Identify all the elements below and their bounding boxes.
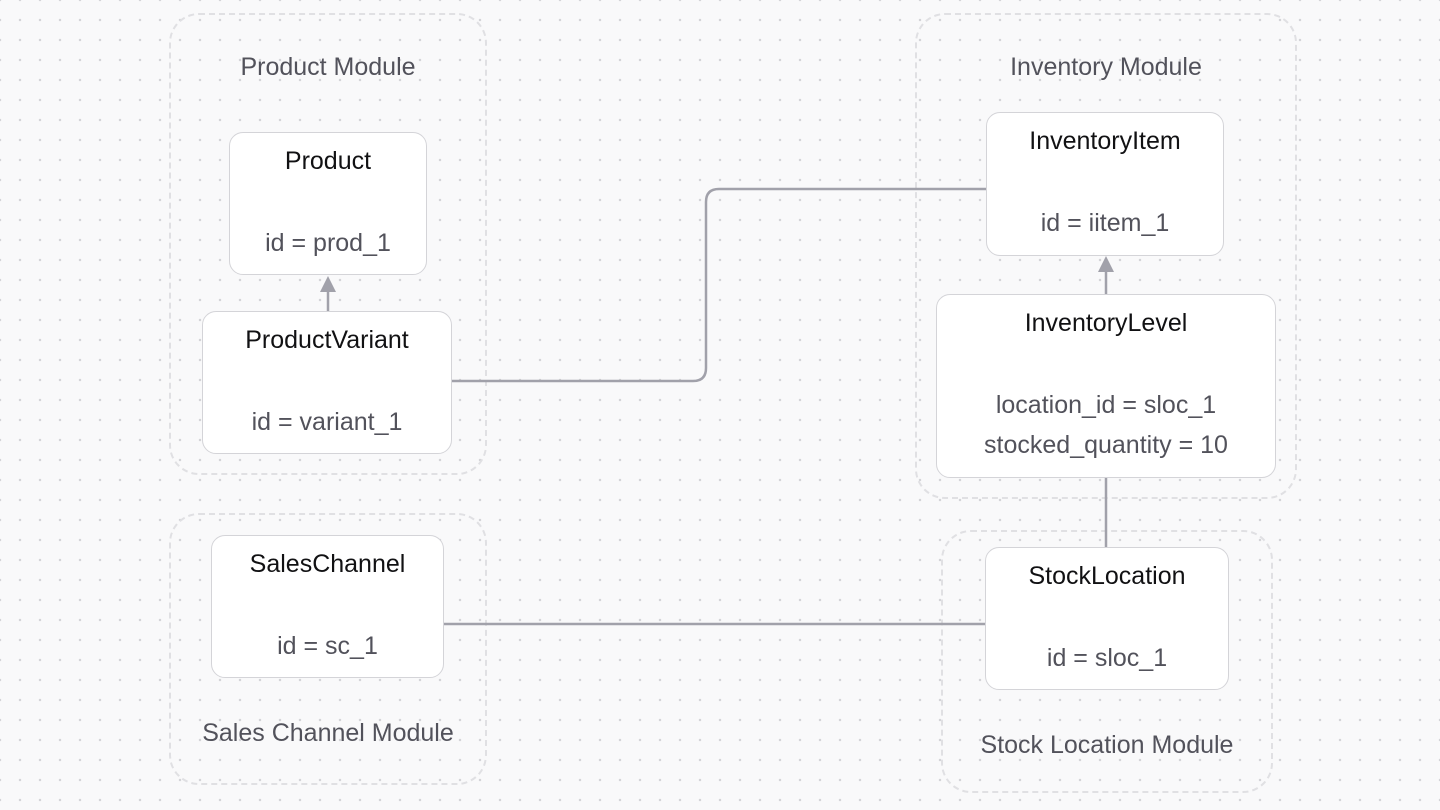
product-node-id: id = prod_1 xyxy=(265,229,391,257)
product-module-label: Product Module xyxy=(240,53,416,81)
inventory-item-node-id: id = iitem_1 xyxy=(1040,209,1170,237)
product-variant-node[interactable]: ProductVariant id = variant_1 xyxy=(202,311,452,454)
edge-variant-to-inventory-item xyxy=(452,187,988,383)
inventory-level-node[interactable]: InventoryLevel location_id = sloc_1 stoc… xyxy=(936,294,1276,478)
inventory-level-node-stocked-quantity: stocked_quantity = 10 xyxy=(984,431,1228,459)
sales-channel-module-label: Sales Channel Module xyxy=(202,719,454,747)
stock-location-module-label: Stock Location Module xyxy=(980,731,1234,759)
sales-channel-node-title: SalesChannel xyxy=(249,550,406,578)
product-variant-node-title: ProductVariant xyxy=(245,326,409,354)
inventory-item-node-title: InventoryItem xyxy=(1029,127,1181,155)
stock-location-node-id: id = sloc_1 xyxy=(1046,644,1168,672)
inventory-module-label: Inventory Module xyxy=(1010,53,1202,81)
stock-location-node-title: StockLocation xyxy=(1028,562,1186,590)
inventory-level-node-title: InventoryLevel xyxy=(1024,309,1188,337)
stock-location-node[interactable]: StockLocation id = sloc_1 xyxy=(985,547,1229,690)
sales-channel-node-id: id = sc_1 xyxy=(277,632,378,660)
sales-channel-module: Sales Channel Module xyxy=(169,513,487,785)
product-node-title: Product xyxy=(284,147,372,175)
inventory-level-node-location-id: location_id = sloc_1 xyxy=(995,391,1217,419)
product-variant-node-id: id = variant_1 xyxy=(251,408,403,436)
product-node[interactable]: Product id = prod_1 xyxy=(229,132,427,275)
inventory-item-node[interactable]: InventoryItem id = iitem_1 xyxy=(986,112,1224,256)
sales-channel-node[interactable]: SalesChannel id = sc_1 xyxy=(211,535,444,678)
